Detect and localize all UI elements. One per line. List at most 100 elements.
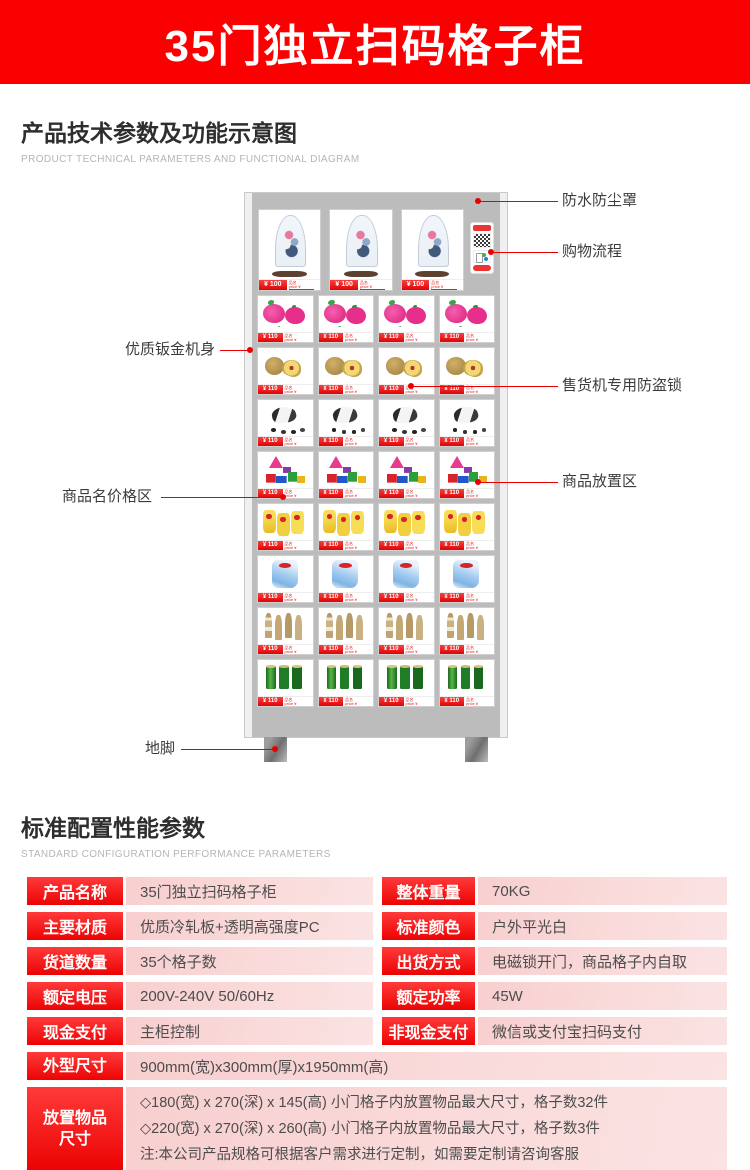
price-label-line2: price ¥ xyxy=(431,285,457,290)
price-label-line2: price ¥ xyxy=(466,494,488,498)
price-tag: ¥ 100 xyxy=(330,280,358,290)
price-label-line1: 品名 xyxy=(345,645,354,650)
kiwi-image xyxy=(439,348,494,384)
callout-line-shopping-flow xyxy=(488,249,558,255)
price-tag: ¥ 100 xyxy=(401,280,430,290)
price-tag: ¥ 110 xyxy=(318,697,344,706)
callout-label: 地脚 xyxy=(144,740,175,757)
price-label-line1: 品名 xyxy=(405,541,414,546)
price-label-line2: price ¥ xyxy=(345,650,367,654)
dragon-fruit-image xyxy=(258,296,313,332)
price-label-line1: 品名 xyxy=(284,489,293,494)
price-label-line2: price ¥ xyxy=(288,285,314,290)
price-tag: ¥ 110 xyxy=(439,333,465,342)
price-label-line2: price ¥ xyxy=(406,390,428,394)
callout-line-sheet-metal-body xyxy=(220,347,253,353)
price-label-line1: 品名 xyxy=(345,385,354,390)
beer-cans-image xyxy=(439,660,494,696)
param-value: 70KG xyxy=(478,877,727,905)
panel-header xyxy=(473,225,491,231)
chips-blue-image xyxy=(439,556,494,592)
param-label: 外型尺寸 xyxy=(27,1052,123,1080)
chips-yellow-image xyxy=(318,504,373,540)
kiwi-image xyxy=(318,348,373,384)
param-value: 电磁锁开门，商品格子内自取 xyxy=(478,947,727,975)
chips-yellow-image xyxy=(379,504,434,540)
machine-foot-right xyxy=(465,737,488,762)
price-label-line2: price ¥ xyxy=(345,598,367,602)
param-label-text: 放置物品尺寸 xyxy=(42,1109,107,1148)
price-tag: ¥ 110 xyxy=(258,541,283,550)
toy-blocks-image xyxy=(318,452,373,488)
price-label-line2: price ¥ xyxy=(345,338,367,342)
table-row: 放置物品尺寸 ◇180(宽) x 270(深) x 145(高) 小门格子内放置物… xyxy=(27,1087,727,1170)
price-label-line1: 品名 xyxy=(405,697,414,702)
price-label-line1: 品名 xyxy=(284,697,293,702)
price-label-line1: 品名 xyxy=(345,541,354,546)
control-panel xyxy=(470,222,494,274)
callout-label: 优质钣金机身 xyxy=(124,341,215,358)
chips-blue-image xyxy=(379,556,434,592)
price-label-line1: 品名 xyxy=(284,645,293,650)
callout-shopping-flow: 购物流程 xyxy=(562,242,622,262)
param-value: ◇180(宽) x 270(深) x 145(高) 小门格子内放置物品最大尺寸，… xyxy=(126,1087,727,1170)
param-value-line: 注:本公司产品规格可根据客户需求进行定制，如需要定制请咨询客服 xyxy=(140,1146,580,1163)
price-tag: ¥ 110 xyxy=(258,593,283,602)
price-label-line1: 品名 xyxy=(288,280,297,285)
param-value: 主柜控制 xyxy=(126,1017,373,1045)
dragon-fruit-image xyxy=(318,296,373,332)
price-label-line1: 品名 xyxy=(359,280,368,285)
beer-cans-image xyxy=(258,660,313,696)
price-label-line2: price ¥ xyxy=(466,598,488,602)
panel-button xyxy=(473,265,491,272)
phone-icon xyxy=(476,252,483,263)
dragon-fruit-image xyxy=(379,296,434,332)
price-label-line1: 品名 xyxy=(466,333,475,338)
beer-cans-image xyxy=(379,660,434,696)
param-label: 非现金支付 xyxy=(382,1017,475,1045)
price-tag: ¥ 110 xyxy=(439,541,465,550)
robot-dog-image xyxy=(439,400,494,436)
callout-dust-cover: 防水防尘罩 xyxy=(562,191,637,211)
price-tag: ¥ 110 xyxy=(379,697,404,706)
price-tag: ¥ 110 xyxy=(258,385,283,394)
robot-dog-image xyxy=(318,400,373,436)
price-tag: ¥ 110 xyxy=(379,645,404,654)
callout-label: 售货机专用防盗锁 xyxy=(562,377,683,394)
